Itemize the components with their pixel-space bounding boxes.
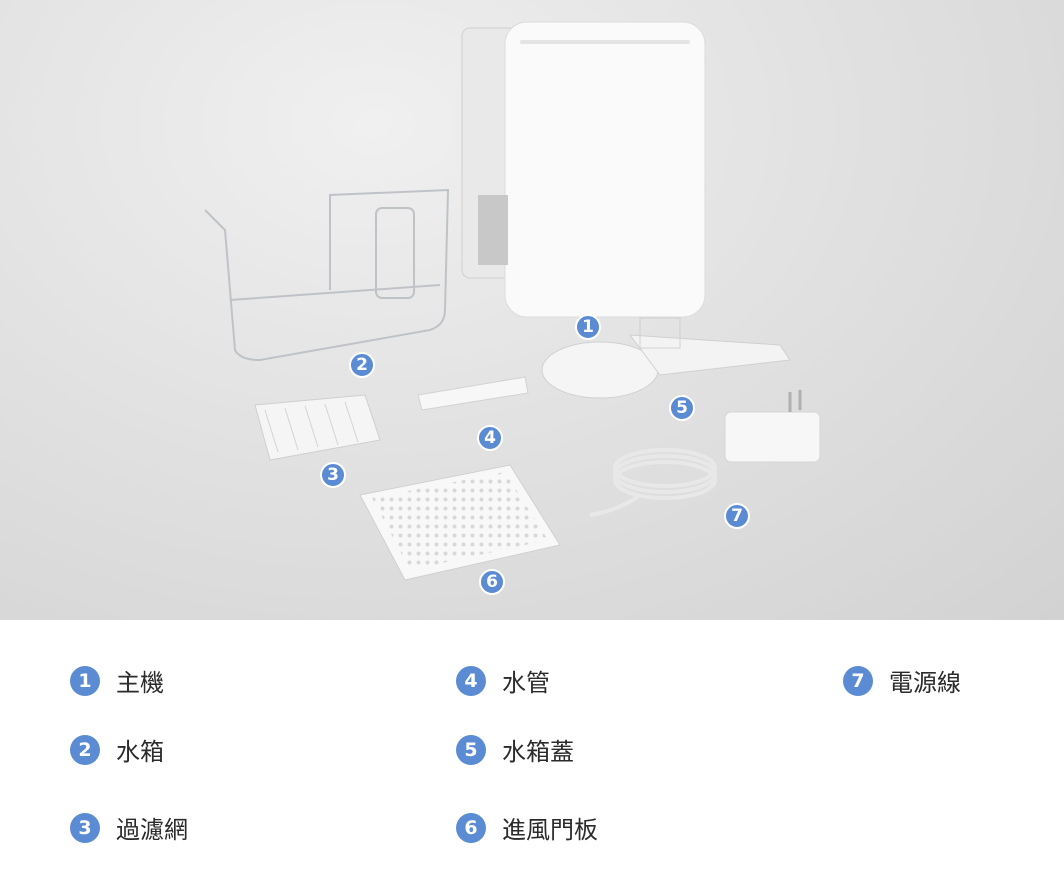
- water-tank: [204, 188, 450, 362]
- part-name: 主機: [116, 669, 164, 697]
- filter: [254, 394, 381, 461]
- air-intake-panel: [359, 464, 561, 581]
- part-name: 水管: [502, 669, 550, 697]
- part-name: 水箱: [116, 738, 164, 766]
- parts-illustration: [204, 21, 821, 581]
- legend-item: 7 電源線: [843, 663, 961, 698]
- photo-badge-3: 3: [320, 462, 346, 488]
- part-name: 過濾網: [116, 816, 188, 844]
- photo-badge-6: 6: [479, 569, 505, 595]
- photo-badge-5: 5: [669, 395, 695, 421]
- number-badge: 7: [843, 665, 873, 696]
- number-badge: 3: [70, 812, 100, 843]
- number-badge: 5: [456, 734, 486, 765]
- parts-legend: 1 主機 2 水箱 3 過濾網 4 水管 5 水箱蓋 6 進風門板 7 電源線: [0, 620, 1064, 872]
- photo-badge-1: 1: [575, 314, 601, 340]
- part-name: 水箱蓋: [502, 738, 574, 766]
- number-badge: 4: [456, 665, 486, 696]
- photo-badge-7: 7: [724, 503, 750, 529]
- legend-item: 1 主機: [70, 663, 164, 698]
- photo-badge-4: 4: [477, 425, 503, 451]
- tank-lid: [541, 317, 791, 399]
- number-badge: 6: [456, 812, 486, 843]
- legend-item: 3 過濾網: [70, 810, 188, 845]
- photo-badge-2: 2: [349, 352, 375, 378]
- legend-item: 2 水箱: [70, 732, 164, 767]
- part-name: 電源線: [889, 669, 961, 697]
- product-photo: 1 2 3 4 5 6 7: [0, 0, 1064, 620]
- number-badge: 1: [70, 665, 100, 696]
- legend-item: 6 進風門板: [456, 810, 598, 845]
- main-unit: [461, 21, 706, 318]
- water-pipe: [417, 376, 529, 411]
- number-badge: 2: [70, 734, 100, 765]
- legend-item: 4 水管: [456, 663, 550, 698]
- legend-item: 5 水箱蓋: [456, 732, 574, 767]
- part-name: 進風門板: [502, 816, 598, 844]
- power-cord: [589, 390, 821, 517]
